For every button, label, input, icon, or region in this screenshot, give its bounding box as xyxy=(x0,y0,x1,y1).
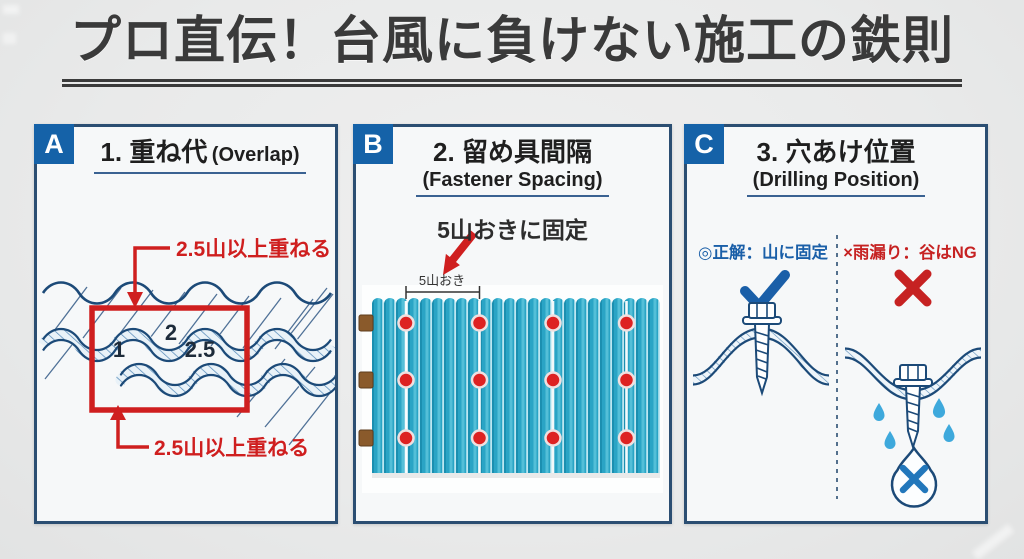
down-arrow-icon xyxy=(127,292,143,308)
fastener-dot xyxy=(397,314,415,332)
fastener-instruction: 5山おきに固定 xyxy=(437,217,588,243)
fastener-dot xyxy=(617,429,636,447)
overlap-illustration: 1 2 2.5 2.5山以上重ねる 2.5山以上重ねる xyxy=(38,238,335,460)
panel-b-heading-en: (Fastener Spacing) xyxy=(422,169,603,191)
fastener-dot xyxy=(544,429,562,447)
panel-c-label: C xyxy=(684,124,724,164)
panel-b-heading: 2. 留め具間隔 (Fastener Spacing) xyxy=(356,132,669,197)
water-drop-icons xyxy=(873,398,955,449)
fastener-dot xyxy=(617,371,636,389)
fastener-dot xyxy=(470,429,489,447)
upper-sheet-wave-edge xyxy=(41,281,333,305)
leak-no-icon xyxy=(890,445,938,508)
watermark-top-left-2 xyxy=(3,33,16,44)
sheet-shadow xyxy=(372,473,660,478)
corrugated-sheet xyxy=(372,298,660,473)
panel-b-heading-jp: 2. 留め具間隔 xyxy=(433,137,592,167)
fastener-dot xyxy=(397,429,415,447)
ridge-number-2: 2 xyxy=(165,320,177,345)
panel-a-label: A xyxy=(34,124,74,164)
instruction-arrow-icon xyxy=(443,230,478,275)
page-title: プロ直伝！台風に負けない施工の鉄則 xyxy=(0,12,1024,87)
panel-c-heading: 3. 穴あけ位置 (Drilling Position) xyxy=(687,132,985,197)
overlap-annotation-top-text: 2.5山以上重ねる xyxy=(176,238,331,261)
check-icon xyxy=(740,270,790,311)
watermark-bottom-right xyxy=(971,523,1015,559)
fastener-spacing-illustration: 5山おき xyxy=(358,230,663,493)
lower-sheet-cross-section xyxy=(115,362,335,398)
screw-in-valley-illustration xyxy=(844,347,982,508)
fastener-dot xyxy=(544,314,562,332)
title-underline: プロ直伝！台風に負けない施工の鉄則 xyxy=(61,12,962,87)
fastener-dot xyxy=(470,371,489,389)
overlap-highlight-box xyxy=(89,305,250,413)
screw-icon xyxy=(893,364,933,451)
overlap-annotation-bottom-text: 2.5山以上重ねる xyxy=(154,437,309,460)
fastener-dot xyxy=(397,371,415,389)
fastener-dot xyxy=(470,314,489,332)
fastener-dot xyxy=(617,314,636,332)
watermark-top-left-1 xyxy=(3,5,19,14)
drilling-position-illustration xyxy=(692,235,982,508)
panel-drilling-position: C 3. 穴あけ位置 (Drilling Position) ◎正解：山に固定 … xyxy=(684,124,988,524)
screw-on-crest-illustration xyxy=(692,302,830,397)
panel-a-heading-jp: 1. 重ね代 xyxy=(100,137,208,167)
up-arrow-icon xyxy=(110,405,126,420)
screw-icon xyxy=(742,302,782,397)
correct-column-header: ◎正解：山に固定 xyxy=(698,244,828,262)
panel-c-heading-jp: 3. 穴あけ位置 xyxy=(756,137,916,167)
overlap-annotation-bottom: 2.5山以上重ねる xyxy=(110,405,309,460)
panel-b-label: B xyxy=(353,124,393,164)
mounting-tabs xyxy=(358,314,374,447)
wrong-column-header: ×雨漏り：谷はNG xyxy=(843,244,977,262)
ridge-number-2-5: 2.5 xyxy=(185,337,216,362)
fastener-dots xyxy=(397,314,636,447)
panel-fastener-spacing: B 2. 留め具間隔 (Fastener Spacing) 5山おきに固定 5山… xyxy=(353,124,672,524)
fastener-dot xyxy=(544,371,562,389)
dimension-label: 5山おき xyxy=(419,273,465,288)
spacing-dimension: 5山おき xyxy=(405,273,481,299)
panel-a-heading-en: (Overlap) xyxy=(211,144,300,166)
ridge-number-1: 1 xyxy=(113,337,125,362)
overlap-annotation-top: 2.5山以上重ねる xyxy=(127,238,331,308)
panel-a-heading: 1. 重ね代 (Overlap) xyxy=(37,132,335,174)
title-text: プロ直伝！台風に負けない施工の鉄則 xyxy=(69,12,954,69)
panel-overlap: A 1. 重ね代 (Overlap) xyxy=(34,124,338,524)
cross-icon xyxy=(894,269,932,307)
panel-c-heading-en: (Drilling Position) xyxy=(752,169,920,191)
middle-sheet-cross-section xyxy=(38,327,335,363)
